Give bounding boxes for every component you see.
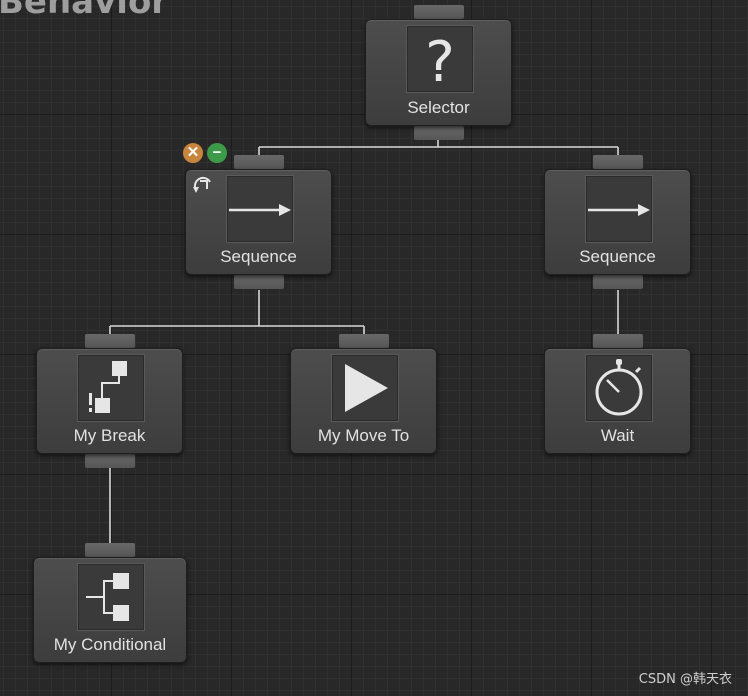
break-flow-icon: [76, 354, 145, 422]
my-break-output-port[interactable]: [84, 454, 135, 468]
selector-input-port[interactable]: [413, 5, 464, 19]
stopwatch-icon: [584, 354, 653, 422]
wait-label: Wait: [600, 426, 635, 445]
sequence-right-output-port[interactable]: [592, 275, 643, 289]
play-icon: [330, 354, 399, 422]
sequence-left-label: Sequence: [220, 247, 297, 266]
selector-node[interactable]: ? Selector: [365, 5, 512, 140]
link-sequence-children: [109, 290, 365, 334]
my-move-to-input-port[interactable]: [338, 334, 389, 348]
my-conditional-input-port[interactable]: [85, 543, 135, 557]
sequence-node-left[interactable]: Sequence: [185, 155, 332, 289]
conditional-icon: [77, 563, 145, 631]
remove-badge-icon[interactable]: −: [207, 143, 227, 163]
watermark: CSDN @韩天衣: [638, 672, 732, 687]
arrow-right-icon: [584, 175, 653, 243]
my-break-node[interactable]: My Break: [36, 334, 183, 468]
my-move-to-node[interactable]: My Move To: [290, 334, 437, 454]
sequence-left-input-port[interactable]: [233, 155, 284, 169]
error-badge-icon[interactable]: ✕: [183, 143, 203, 163]
selector-output-port[interactable]: [413, 126, 464, 140]
svg-text:?: ?: [425, 30, 455, 92]
selector-label: Selector: [407, 98, 470, 117]
sequence-left-output-port[interactable]: [233, 275, 284, 289]
repeat-icon: [193, 176, 211, 193]
arrow-right-icon: [225, 175, 294, 243]
my-conditional-label: My Conditional: [53, 635, 167, 654]
wait-input-port[interactable]: [592, 334, 643, 348]
my-conditional-node[interactable]: My Conditional: [33, 543, 187, 663]
sequence-right-input-port[interactable]: [592, 155, 643, 169]
my-break-label: My Break: [73, 426, 146, 445]
question-mark-icon: ?: [405, 25, 474, 93]
wait-node[interactable]: Wait: [544, 334, 691, 454]
sequence-node-right[interactable]: Sequence: [544, 155, 691, 289]
link-selector-sequences: [258, 140, 619, 155]
my-break-input-port[interactable]: [84, 334, 135, 348]
graph-title: Behavior: [0, 0, 169, 22]
sequence-right-label: Sequence: [579, 247, 656, 266]
my-move-to-label: My Move To: [317, 426, 410, 445]
